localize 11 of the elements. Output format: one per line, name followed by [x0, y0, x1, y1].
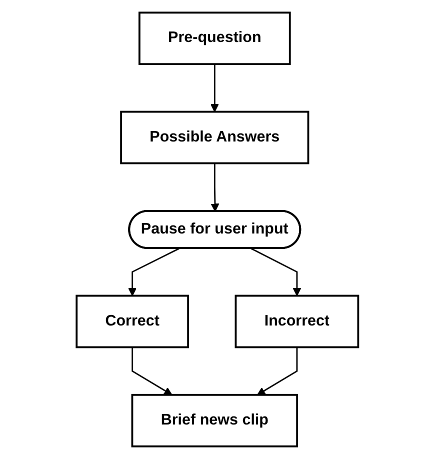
- arrow: [132, 347, 172, 396]
- arrow: [250, 248, 302, 296]
- arrow: [210, 64, 219, 112]
- arrow: [257, 347, 298, 396]
- node-box: Possible Answers: [120, 110, 310, 164]
- arrow: [128, 248, 180, 296]
- arrow: [210, 163, 220, 212]
- node-box: Brief news clip: [131, 394, 298, 448]
- node-box: Pre-question: [138, 12, 291, 66]
- node-box: Incorrect: [234, 294, 360, 348]
- node-box: Correct: [76, 294, 190, 348]
